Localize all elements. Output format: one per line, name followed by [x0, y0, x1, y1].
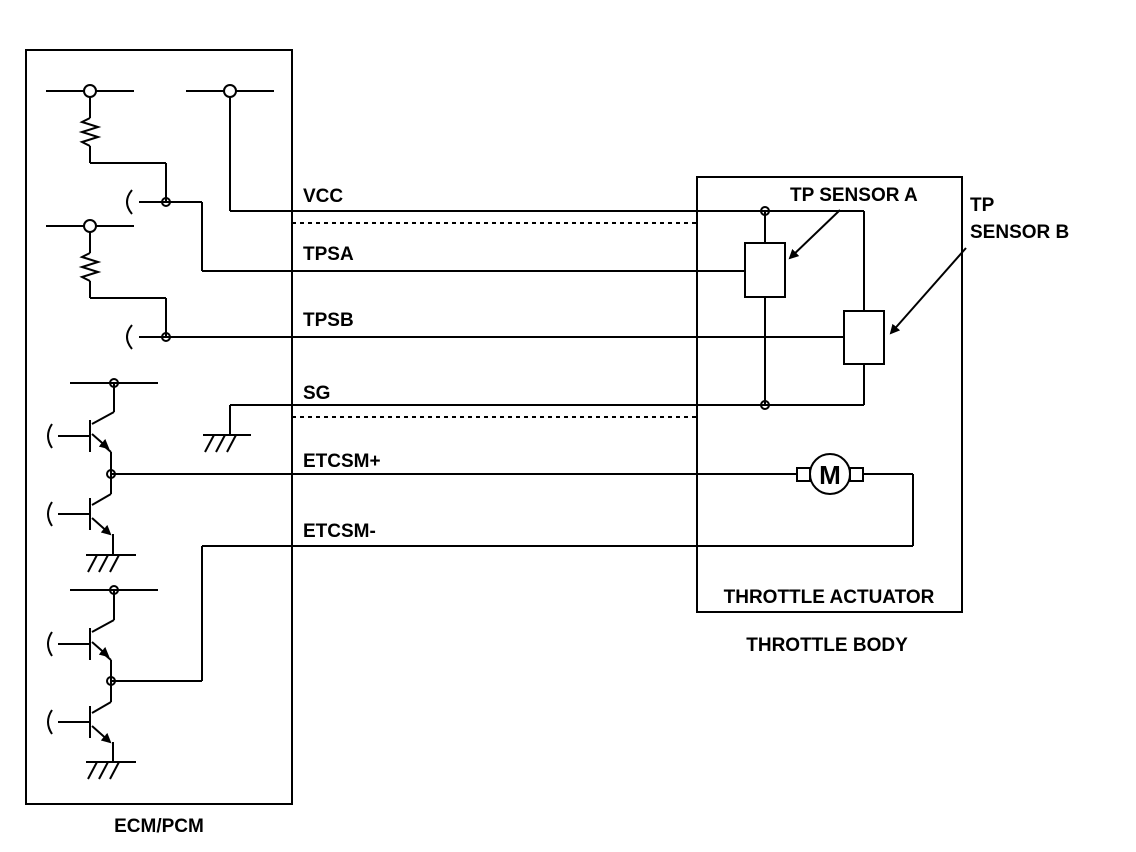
label-tp-sensor-b-line1: TP: [970, 195, 995, 216]
input-bracket-icon: [126, 324, 133, 350]
label-throttle-actuator: THROTTLE ACTUATOR: [724, 587, 935, 608]
label-tp-sensor-b-line2: SENSOR B: [970, 222, 1069, 243]
driver-etcsm-minus: [47, 545, 292, 780]
tp-sensor-a: [744, 242, 786, 298]
vcc-source: [186, 84, 292, 212]
throttle-actuator-box: [696, 176, 963, 613]
pullup-circuit-2: [46, 219, 171, 350]
label-tpsa: TPSA: [303, 244, 354, 265]
resistor-icon: [78, 117, 102, 147]
input-bracket-icon: [126, 189, 133, 215]
tp-sensors: [744, 206, 967, 410]
pullup-circuit-1: [46, 84, 203, 271]
sg-ground: [203, 404, 292, 453]
harness: [166, 210, 913, 547]
label-throttle-body: THROTTLE BODY: [746, 635, 908, 656]
driver-etcsm-plus: [47, 378, 292, 573]
tp-sensor-a-pointer: [788, 209, 841, 260]
label-motor: M: [819, 460, 841, 490]
label-tpsb: TPSB: [303, 310, 354, 331]
label-etcsm-minus: ETCSM-: [303, 521, 376, 542]
motor: [796, 453, 914, 546]
label-etcsm-plus: ETCSM+: [303, 451, 381, 472]
label-sg: SG: [303, 383, 330, 404]
tp-sensor-b-pointer: [889, 247, 967, 335]
ecm-pcm-box: [25, 49, 293, 805]
resistor-icon: [78, 252, 102, 282]
label-ecm-pcm: ECM/PCM: [114, 816, 204, 837]
label-tp-sensor-a: TP SENSOR A: [790, 185, 918, 206]
label-vcc: VCC: [303, 186, 343, 207]
tp-sensor-b: [843, 310, 885, 365]
